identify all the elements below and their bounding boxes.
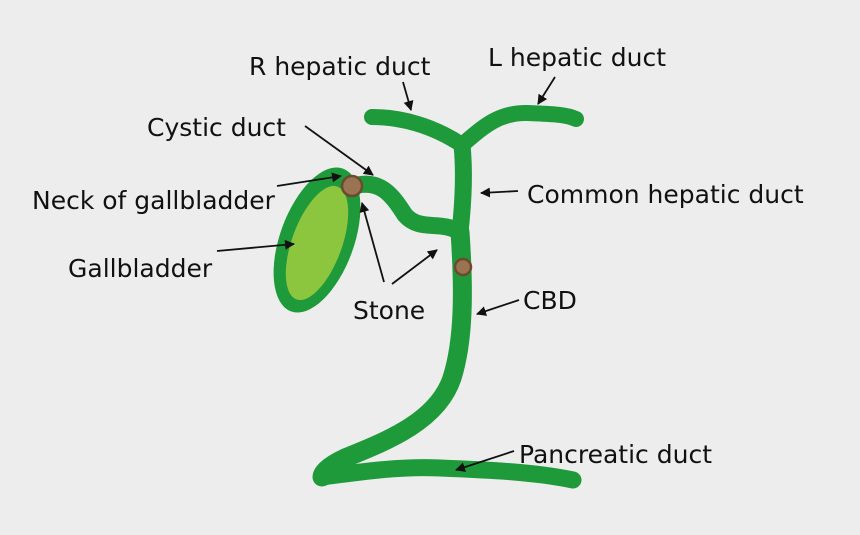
- pancreatic-duct-arrow: [455, 450, 515, 472]
- cystic-duct-arrow: [304, 125, 374, 176]
- neck-of-gallbladder-arrow: [276, 172, 342, 187]
- label-stone: Stone: [353, 296, 425, 325]
- duct-system: [312, 105, 584, 489]
- label-cystic-duct: Cystic duct: [147, 113, 286, 142]
- label-pancreatic-duct: Pancreatic duct: [519, 440, 712, 469]
- label-r-hepatic-duct: R hepatic duct: [249, 52, 431, 81]
- l-hepatic-duct-arrow: [537, 76, 556, 105]
- labels: R hepatic duct L hepatic duct Cystic duc…: [32, 43, 804, 469]
- gallbladder-lumen: [285, 185, 349, 301]
- gallbladder: [273, 167, 361, 313]
- stone-cbd-arrow: [391, 249, 438, 285]
- label-cbd: CBD: [523, 286, 577, 315]
- pancreatic-duct: [313, 459, 582, 489]
- r-hepatic-duct: [364, 109, 470, 153]
- label-neck-of-gallbladder: Neck of gallbladder: [32, 186, 276, 215]
- gallbladder-arrow: [216, 239, 295, 252]
- cystic-duct: [341, 175, 469, 241]
- label-common-hepatic-duct: Common hepatic duct: [527, 180, 804, 209]
- label-gallbladder: Gallbladder: [68, 254, 213, 283]
- r-hepatic-duct-arrow: [402, 81, 414, 111]
- stone-neck-arrow: [359, 202, 385, 283]
- common-hepatic-duct: [451, 136, 472, 241]
- common-hepatic-duct-arrow: [480, 187, 519, 198]
- label-l-hepatic-duct: L hepatic duct: [488, 43, 666, 72]
- pointer-arrows: [216, 76, 556, 472]
- l-hepatic-duct: [454, 105, 584, 153]
- stone-cbd: [453, 257, 473, 277]
- common-bile-duct: [312, 222, 472, 487]
- stone-gallbladder-neck: [340, 174, 364, 198]
- cbd-arrow: [476, 299, 520, 316]
